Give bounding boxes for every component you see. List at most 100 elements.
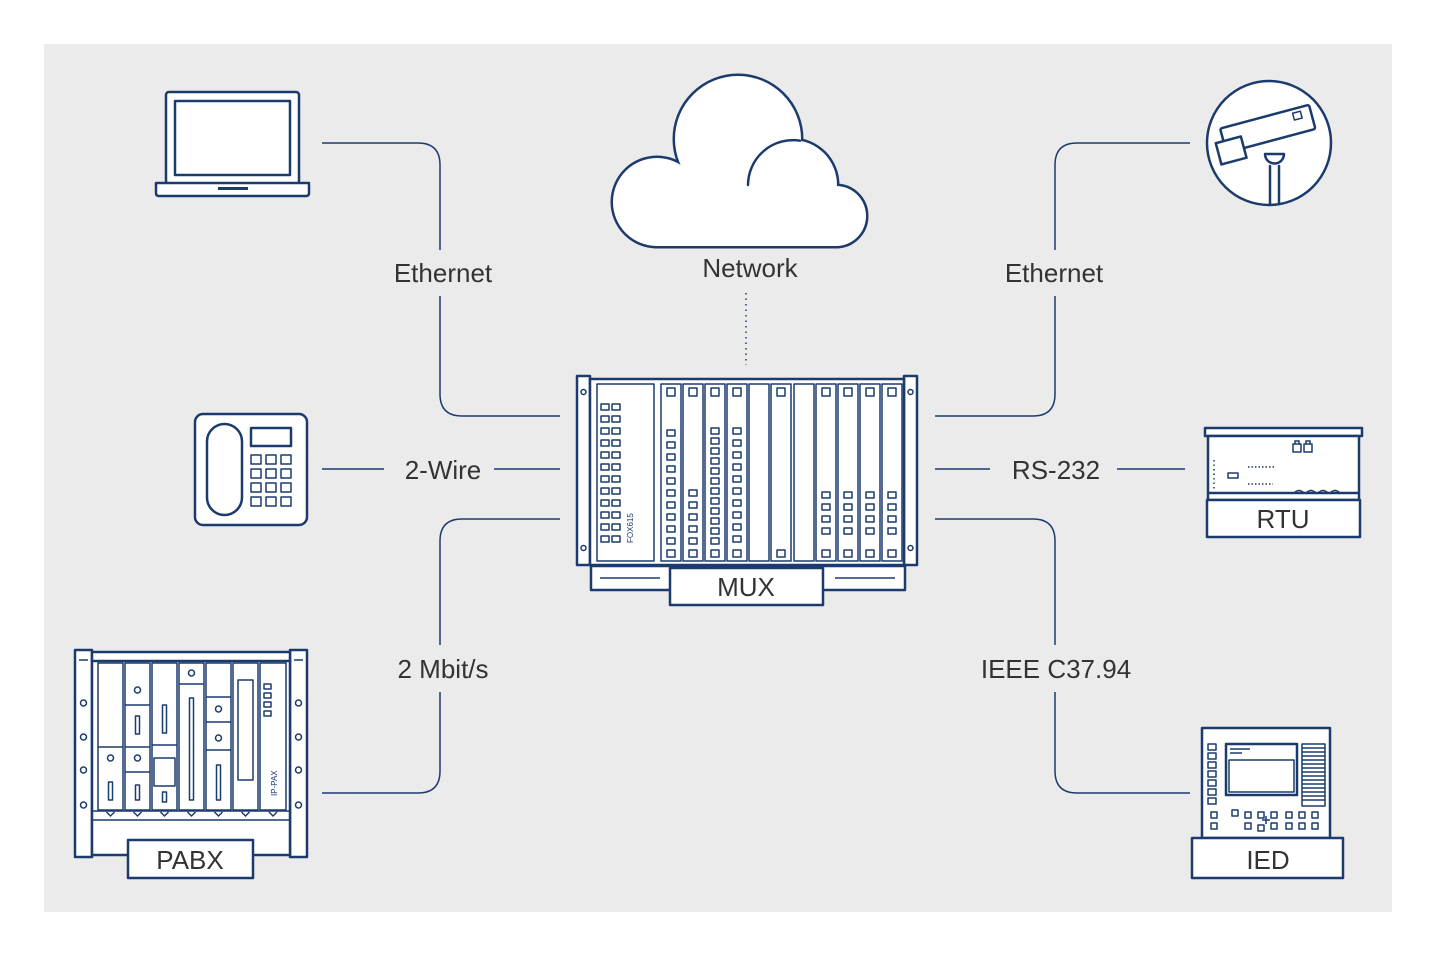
mux-card-port: [666, 489, 676, 497]
mux-card: [682, 383, 704, 562]
mux-port: [611, 451, 621, 459]
cloud-inner-arc: [746, 138, 802, 187]
cloud-fill: [613, 76, 866, 246]
ied-key: [1311, 811, 1319, 819]
link-camera-lower: [935, 296, 1056, 417]
ied-key: [1231, 809, 1239, 817]
rtu-connectors: [1293, 489, 1341, 494]
mux-card-top-port: [688, 387, 698, 397]
ied-label-box: [1190, 836, 1345, 880]
mux-card-port: [710, 427, 720, 435]
mux-bracket-hole: [580, 544, 587, 552]
link-laptop-lower: [439, 296, 560, 417]
pabx-card-latch: [159, 811, 170, 818]
mux-card-port: [865, 491, 875, 499]
pabx-bracket-hole: [294, 699, 303, 707]
link-label-laptop: Ethernet: [394, 258, 493, 288]
ied-plus-key: [1262, 816, 1270, 824]
mux-card-port: [732, 463, 742, 471]
mux-card-port: [666, 465, 676, 473]
pabx-bracket-hole: [79, 699, 88, 707]
pabx-port: [263, 692, 272, 699]
pabx-label-box: [126, 838, 255, 880]
link-label-camera: Ethernet: [1005, 258, 1104, 288]
mux-card: [726, 383, 748, 562]
camera-indicator: [1291, 110, 1303, 121]
mux-port: [600, 523, 610, 531]
pabx-indicator: [106, 754, 115, 762]
mux-card-port: [821, 515, 831, 523]
pabx-switch: [215, 764, 222, 801]
mux-left-bracket: [575, 374, 592, 567]
mux-port: [611, 427, 621, 435]
mux-card-top-port: [710, 387, 720, 397]
network-label: Network: [702, 253, 798, 283]
mux-card-bottom-port: [843, 549, 853, 558]
pabx-port: [263, 701, 272, 708]
link-ied-upper: [935, 518, 1056, 645]
mux-card-port: [821, 527, 831, 535]
mux-card: [770, 383, 792, 562]
mux-card-port: [843, 503, 853, 511]
mux-port: [600, 475, 610, 483]
mux-device: FOX615 MUX: [575, 374, 919, 607]
mux-card-port: [843, 515, 853, 523]
mux-card-port: [710, 507, 720, 515]
mux-card-port: [887, 491, 897, 499]
mux-card-port: [732, 535, 742, 543]
ied-key: [1210, 811, 1218, 819]
mux-blank-slot: [793, 383, 815, 562]
mux-card-bottom-port: [666, 549, 676, 558]
ied-key: [1270, 811, 1278, 819]
pabx-right-bracket: [288, 648, 309, 859]
mux-card-port: [710, 517, 720, 525]
mux-card-top-port: [865, 387, 875, 397]
pabx-indicator: [187, 669, 196, 677]
mux-bracket-hole: [907, 544, 914, 552]
pabx-left-bracket: [73, 648, 94, 859]
link-camera-upper: [1054, 142, 1190, 250]
pabx-switch: [134, 715, 141, 735]
mux-port: [600, 499, 610, 507]
mux-card-port: [710, 537, 720, 545]
mux-card-port: [688, 489, 698, 497]
ied-screen-text: [1230, 748, 1250, 754]
pabx-cards: [97, 662, 287, 818]
mux-card-port: [821, 503, 831, 511]
mux-card-port: [710, 527, 720, 535]
mux-port: [600, 511, 610, 519]
pabx-module: [237, 679, 254, 781]
mux-card-bottom-port: [732, 549, 742, 558]
keypad-key: [250, 454, 262, 465]
mux-port: [600, 415, 610, 423]
mux-port: [611, 487, 621, 495]
pabx-switch: [188, 697, 195, 801]
mux-card-port: [710, 467, 720, 475]
pabx-bracket-hole: [294, 733, 303, 741]
mux-card-port: [666, 477, 676, 485]
pabx-card-latch: [186, 811, 197, 818]
camera-body-group: [1214, 103, 1317, 166]
keypad-key: [265, 468, 277, 479]
mux-card-port: [666, 537, 676, 545]
keypad-key: [250, 496, 262, 507]
ied-label: IED: [1246, 845, 1289, 875]
ied-button: [1207, 797, 1217, 805]
mux-card-port: [666, 513, 676, 521]
mux-card-bottom-port: [710, 549, 720, 558]
keypad-key: [265, 482, 277, 493]
mux-module-text: FOX615: [626, 513, 635, 543]
pabx-card-divider: [206, 696, 231, 751]
mux-card-top-port: [821, 387, 831, 397]
mux-card-bottom-port: [776, 549, 786, 558]
mux-bracket-hole: [580, 388, 587, 396]
mux-card-bottom-port: [887, 549, 897, 558]
mux-card-top-port: [776, 387, 786, 397]
mux-card-port: [843, 527, 853, 535]
rtu-body: [1206, 434, 1361, 502]
rtu-terminal: [1292, 443, 1302, 453]
mux-card: [837, 383, 859, 562]
ied-screen-inner: [1228, 759, 1295, 793]
pabx-indicator: [133, 686, 142, 694]
